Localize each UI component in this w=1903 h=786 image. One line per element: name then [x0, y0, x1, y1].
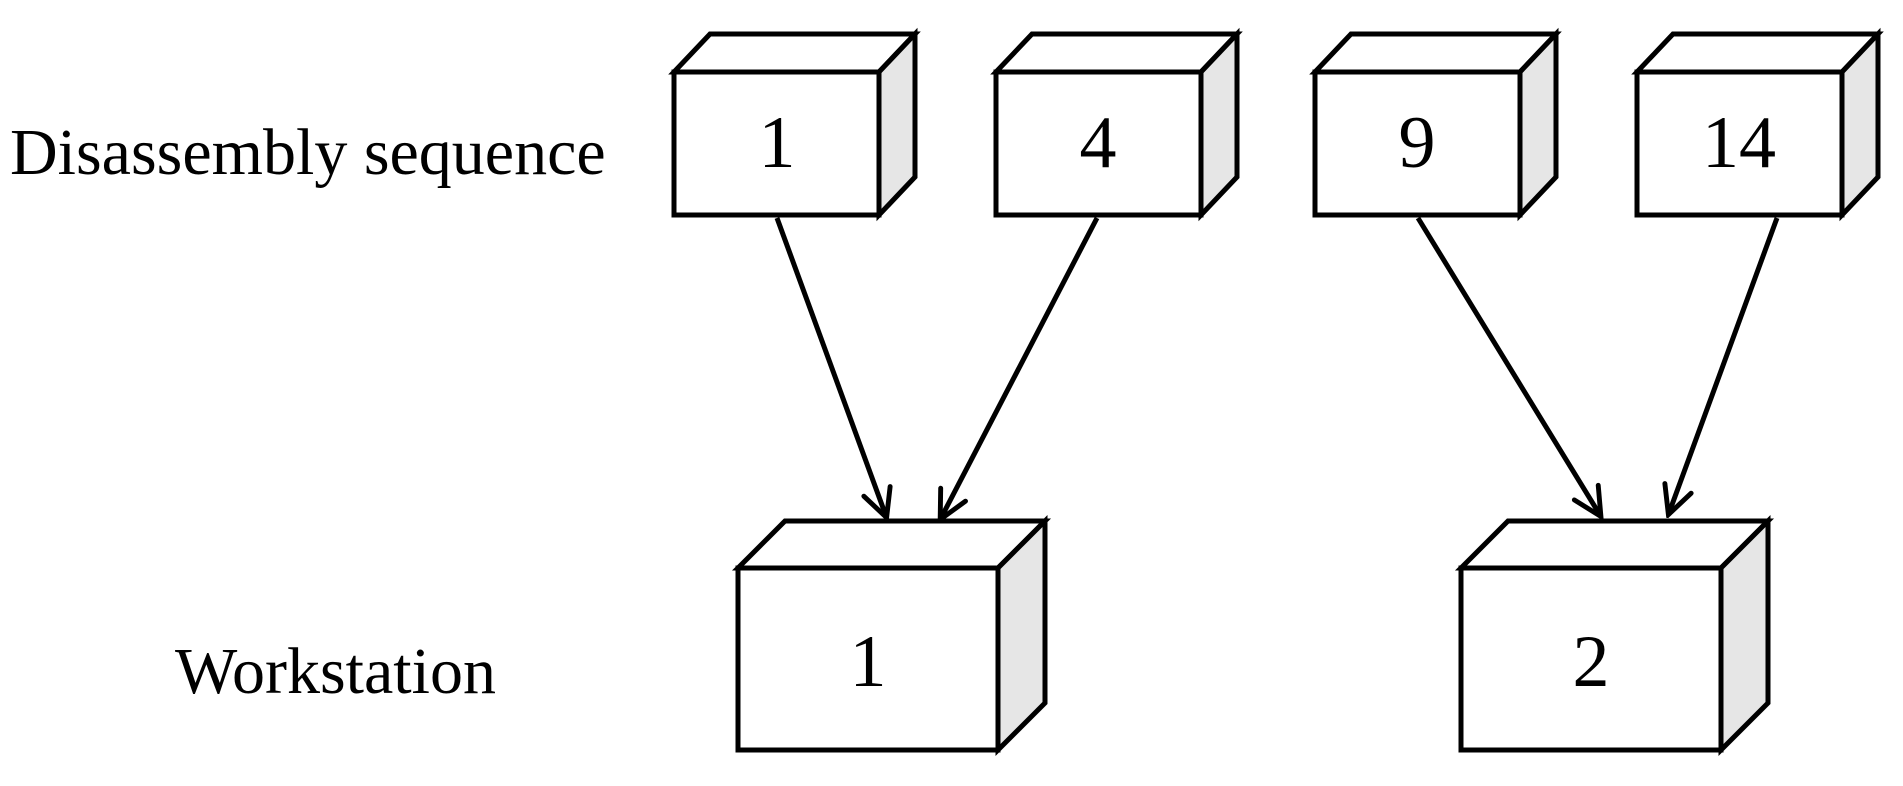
box-front-face [671, 69, 882, 218]
workstation-box-1: 1 [731, 514, 1052, 757]
box-top-face [990, 31, 1243, 75]
workstation-box-2-label: 2 [1573, 621, 1610, 703]
row-label-workstation: Workstation [175, 635, 496, 708]
workstation-box-1-label: 1 [850, 621, 887, 703]
box-top-face [731, 518, 1052, 571]
box-front-face [1458, 565, 1724, 753]
disassembly-box-14-label: 14 [1702, 102, 1776, 184]
disassembly-box-9-label: 9 [1399, 102, 1436, 184]
disassembly-box-9: 9 [1309, 27, 1562, 222]
edge-task1-to-workstation1 [774, 217, 886, 516]
disassembly-box-1: 1 [668, 27, 921, 222]
disassembly-box-14: 14 [1631, 27, 1884, 222]
edge-task4-to-workstation1 [941, 216, 1100, 518]
box-front-face [1634, 69, 1845, 218]
box-top-face [1309, 31, 1562, 75]
edge-task14-to-workstation2 [1669, 217, 1780, 513]
workstation-box-2: 2 [1454, 514, 1775, 757]
box-top-face [1454, 518, 1775, 571]
box-front-face [1312, 69, 1523, 218]
disassembly-box-1-label: 1 [759, 102, 796, 184]
box-top-face [1631, 31, 1884, 75]
box-front-face [735, 565, 1001, 753]
box-top-face [668, 31, 921, 75]
box-front-face [993, 69, 1204, 218]
edges-group [774, 216, 1780, 518]
disassembly-box-4: 4 [990, 27, 1243, 222]
disassembly-box-4-label: 4 [1080, 102, 1117, 184]
edge-task9-to-workstation2 [1415, 216, 1600, 515]
row-label-disassembly-sequence: Disassembly sequence [10, 116, 606, 189]
